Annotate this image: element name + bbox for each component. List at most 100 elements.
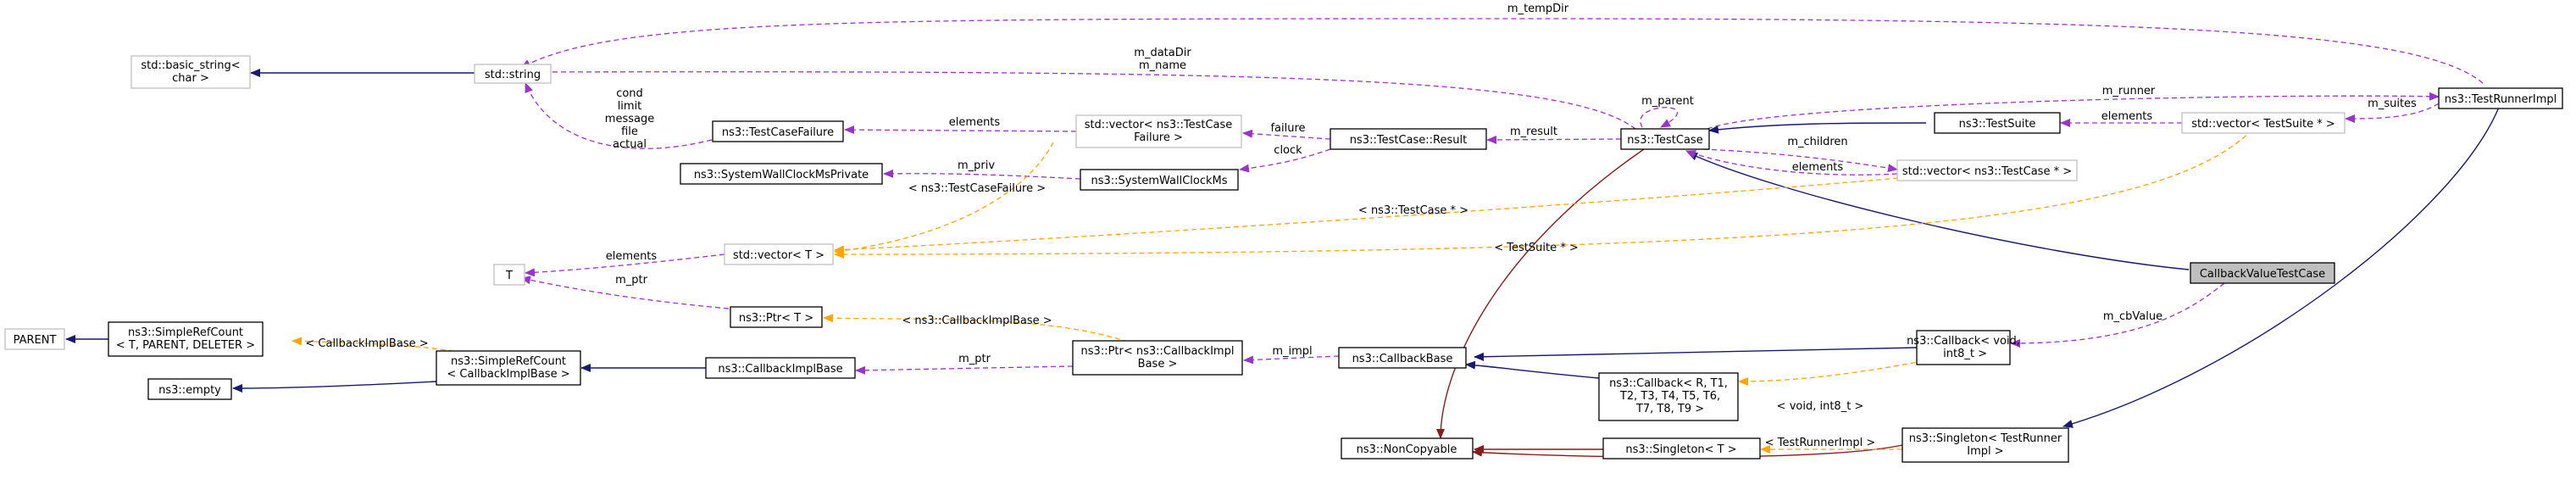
node-callback-generic[interactable]: ns3::Callback< R, T1, T2, T3, T4, T5, T6… <box>1598 372 1739 421</box>
node-vector-T[interactable]: std::vector< T > <box>724 243 834 265</box>
node-swc-private[interactable]: ns3::SystemWallClockMsPrivate <box>680 163 883 185</box>
node-label-T-line-0: T <box>505 270 513 282</box>
node-callback-base[interactable]: ns3::CallbackBase <box>1338 347 1467 369</box>
node-label-test-suite-line-0: ns3::TestSuite <box>1959 118 2036 131</box>
edge-m-runner <box>1707 92 2440 130</box>
node-label-swc-ms-line-0: ns3::SystemWallClockMs <box>1091 175 1227 187</box>
node-label-ptr-T-line-0: ns3::Ptr< T > <box>739 312 813 325</box>
edge-label-m-priv-line-0: m_priv <box>958 159 995 172</box>
edge-label-m-suites-line-0: m_suites <box>2368 97 2417 110</box>
node-label-basic-string-line-0: std::basic_string< <box>141 59 240 72</box>
svg-text:ns3::TestRunnerImpl: ns3::TestRunnerImpl <box>2445 93 2557 106</box>
svg-text:PARENT: PARENT <box>14 334 57 347</box>
edge-m-result <box>1486 135 1622 144</box>
edge-label-elements-tcf-line-0: elements <box>949 116 1001 129</box>
label-m-parent: m_parent <box>1641 95 1694 108</box>
edge-m-parent <box>1640 107 1678 128</box>
label-clock: clock <box>1274 144 1302 157</box>
svg-text:std::vector< ns3::TestCaseFail: std::vector< ns3::TestCaseFailure > <box>1085 119 1233 144</box>
node-T[interactable]: T <box>493 264 525 286</box>
edge-tpl-void <box>1738 355 1950 386</box>
edge-label-m-dataDir-name-line-1: m_name <box>1139 59 1186 72</box>
label-elements-tc: elements <box>1792 161 1844 174</box>
node-test-runner-impl[interactable]: ns3::TestRunnerImpl <box>2438 87 2563 109</box>
node-test-case-failure[interactable]: ns3::TestCaseFailure <box>712 120 844 142</box>
edge-label-tpl-tcf-line-0: < ns3::TestCaseFailure > <box>908 182 1046 195</box>
label-elements-ts: elements <box>2101 110 2153 123</box>
edge-label-elements-tc-line-0: elements <box>1792 161 1844 174</box>
node-callback-value-test-case[interactable]: CallbackValueTestCase <box>2190 262 2335 284</box>
svg-text:std::basic_string<char >: std::basic_string<char > <box>141 59 240 85</box>
edge-clock <box>1239 148 1331 173</box>
node-non-copyable[interactable]: ns3::NonCopyable <box>1341 437 1474 460</box>
node-label-tc-result-line-0: ns3::TestCase::Result <box>1350 134 1467 147</box>
edge-m-suites <box>2345 103 2440 123</box>
label-tpl-cbi: < ns3::CallbackImplBase > <box>902 315 1052 327</box>
edge-label-m-children-line-0: m_children <box>1787 136 1847 148</box>
label-tpl-ts: < TestSuite * > <box>1494 242 1578 254</box>
node-label-vector-tcf-line-1: Failure > <box>1134 131 1183 144</box>
edge-label-tcf-members-line-4: actual <box>613 138 647 151</box>
node-simple-ref-count-cbi[interactable]: ns3::SimpleRefCount< CallbackImplBase > <box>436 350 581 386</box>
node-label-callback-generic-line-2: T7, T8, T9 > <box>1633 403 1704 415</box>
node-ptr-T[interactable]: ns3::Ptr< T > <box>730 306 823 328</box>
node-callback-impl-base[interactable]: ns3::CallbackImplBase <box>705 357 856 379</box>
edge-label-elements-T-line-0: elements <box>606 250 658 263</box>
edge-label-failure-line-0: failure <box>1270 122 1305 135</box>
edge-m-impl <box>1243 355 1340 365</box>
edge-tpl-cbi <box>823 314 1145 348</box>
edge-label-m-cbValue-line-0: m_cbValue <box>2103 310 2162 323</box>
node-label-callback-void-line-0: ns3::Callback< void, <box>1907 335 2020 348</box>
node-label-parent-line-0: PARENT <box>14 334 57 347</box>
edge-label-m-impl-line-0: m_impl <box>1272 345 1312 358</box>
label-m-impl: m_impl <box>1272 345 1312 358</box>
label-m-runner: m_runner <box>2102 85 2156 97</box>
node-label-non-copyable-line-0: ns3::NonCopyable <box>1357 443 1457 456</box>
node-label-std-string-line-0: std::string <box>485 69 541 81</box>
node-label-test-case-line-0: ns3::TestCase <box>1627 134 1702 147</box>
node-vector-ts[interactable]: std::vector< TestSuite * > <box>2181 112 2346 134</box>
node-callback-void[interactable]: ns3::Callback< void, int8_t > <box>1907 330 2020 365</box>
node-label-simple-ref-count-line-1: < T, PARENT, DELETER > <box>116 339 255 352</box>
svg-text:std::vector< ns3::TestCase * >: std::vector< ns3::TestCase * > <box>1902 165 2072 178</box>
edge-m-priv <box>883 169 1081 180</box>
svg-text:std::string: std::string <box>485 69 541 81</box>
node-tc-result[interactable]: ns3::TestCase::Result <box>1330 128 1487 150</box>
edge-label-tpl-ts-line-0: < TestSuite * > <box>1494 242 1578 254</box>
svg-text:ns3::CallbackImplBase: ns3::CallbackImplBase <box>718 363 842 376</box>
label-tpl-void: < void, int8_t > <box>1777 400 1864 413</box>
edge-m-children <box>1702 148 1898 173</box>
node-parent[interactable]: PARENT <box>4 328 65 350</box>
node-simple-ref-count[interactable]: ns3::SimpleRefCount< T, PARENT, DELETER … <box>108 321 264 357</box>
node-test-suite[interactable]: ns3::TestSuite <box>1934 112 2061 134</box>
node-std-string[interactable]: std::string <box>474 64 552 84</box>
edge-label-clock-line-0: clock <box>1274 144 1302 157</box>
edge-cbgeneric-cbbase <box>1465 360 1600 379</box>
edge-label-tcf-members-line-0: cond <box>616 87 643 100</box>
node-test-case[interactable]: ns3::TestCase <box>1620 128 1710 150</box>
node-label-swc-private-line-0: ns3::SystemWallClockMsPrivate <box>694 169 869 181</box>
label-failure: failure <box>1270 122 1305 135</box>
edge-elements-tcf <box>844 125 1077 135</box>
svg-text:CallbackValueTestCase: CallbackValueTestCase <box>2200 268 2325 281</box>
edge-testsuite-testcase <box>1708 122 1927 134</box>
node-basic-string[interactable]: std::basic_string<char > <box>130 55 251 89</box>
node-swc-ms[interactable]: ns3::SystemWallClockMs <box>1080 169 1239 191</box>
edge-tcf-string <box>525 82 713 149</box>
node-singleton-T[interactable]: ns3::Singleton< T > <box>1602 437 1761 460</box>
svg-text:ns3::SystemWallClockMs: ns3::SystemWallClockMs <box>1091 175 1227 187</box>
node-label-test-case-failure-line-0: ns3::TestCaseFailure <box>722 126 834 139</box>
node-empty[interactable]: ns3::empty <box>147 378 232 400</box>
label-tpl-tri: < TestRunnerImpl > <box>1765 437 1876 449</box>
node-vector-tc[interactable]: std::vector< ns3::TestCase * > <box>1896 159 2078 181</box>
node-label-callback-base-line-0: ns3::CallbackBase <box>1352 353 1453 365</box>
node-label-singleton-T-line-0: ns3::Singleton< T > <box>1625 443 1736 456</box>
edge-label-elements-ts-line-0: elements <box>2101 110 2153 123</box>
svg-text:ns3::Callback< R, T1, T2, T3,: ns3::Callback< R, T1, T2, T3, T4, T5, T6… <box>1609 377 1728 415</box>
edge-label-m-dataDir-name-line-0: m_dataDir <box>1134 47 1191 59</box>
edge-failure <box>1242 129 1331 140</box>
